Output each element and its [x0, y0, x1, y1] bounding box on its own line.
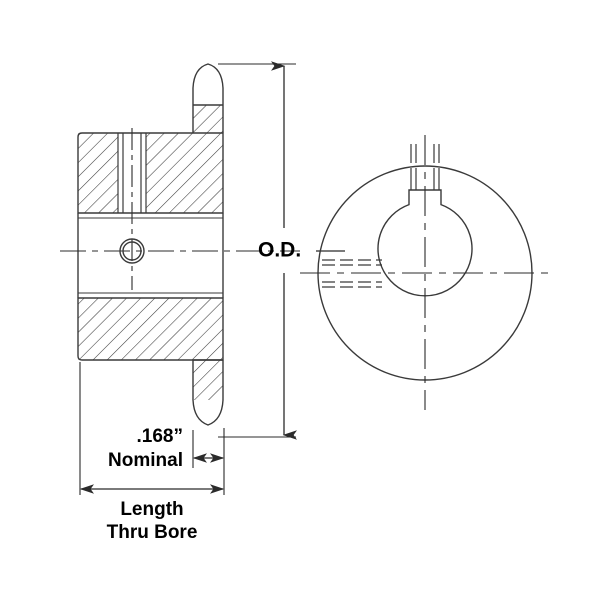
set-screw-hidden-lines	[322, 259, 382, 288]
keyway-section-lines	[117, 133, 147, 213]
tooth-bottom-hatch	[193, 360, 223, 400]
bore-with-keyway	[377, 189, 473, 297]
tooth-profile-bottom	[192, 359, 224, 426]
keyway-hidden-lines	[410, 144, 440, 190]
hub-upper-hatch	[78, 133, 223, 213]
dimension-length-thru-bore: Length Thru Bore	[79, 362, 225, 543]
length-label-line1: Length	[120, 499, 183, 520]
end-view	[300, 135, 552, 410]
set-screw-hole	[119, 238, 145, 264]
od-label: O.D.	[258, 239, 301, 262]
tooth-profile-top	[192, 63, 224, 133]
tooth-top-hatch	[193, 105, 223, 133]
dimension-nominal-width: .168” Nominal	[108, 426, 225, 471]
section-view	[60, 63, 300, 426]
nominal-word-label: Nominal	[108, 450, 183, 471]
hub-lower-hatch	[78, 298, 223, 360]
length-label-line2: Thru Bore	[107, 522, 198, 543]
hub-outline	[77, 132, 224, 361]
nominal-value-label: .168”	[137, 426, 183, 447]
nominal-extension-lines	[192, 428, 225, 468]
dimension-outside-diameter: O.D.	[218, 61, 345, 440]
